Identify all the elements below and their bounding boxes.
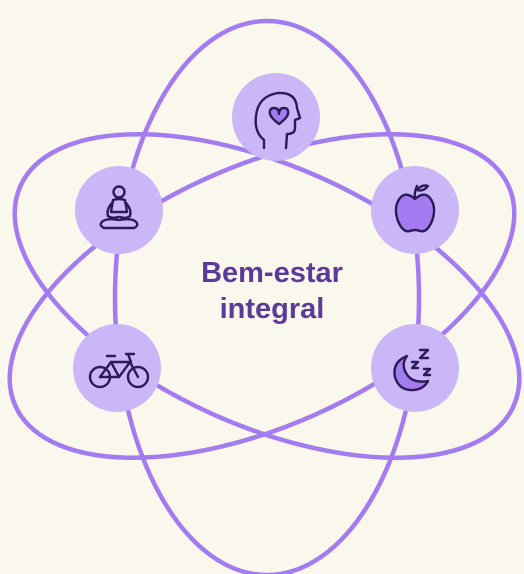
orbit-ring [12, 131, 522, 461]
bicycle-icon [88, 352, 150, 389]
node-nutrition [371, 166, 459, 254]
diagram-center-title: Bem-estar integral [162, 255, 382, 327]
head-heart-icon [254, 91, 302, 150]
apple-icon [394, 184, 436, 233]
center-title-line: Bem-estar [201, 257, 343, 289]
node-exercise [73, 324, 161, 412]
center-title-line: integral [219, 293, 325, 325]
node-sleep [371, 324, 459, 412]
moon-zzz-icon [393, 348, 432, 392]
orbit-ring [112, 18, 422, 574]
orbit-ring [7, 131, 517, 461]
meditation-icon [99, 185, 139, 230]
node-mental-health [232, 73, 320, 161]
node-meditation [75, 166, 163, 254]
